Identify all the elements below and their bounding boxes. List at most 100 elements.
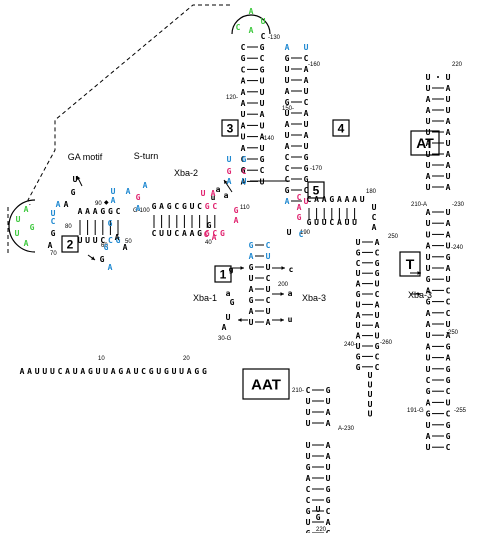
helix-at-lower-nt: A <box>426 242 431 251</box>
helix-3-nt: U <box>260 144 265 153</box>
x-nt: u <box>288 315 293 324</box>
helix-4-nt: G <box>285 54 290 63</box>
helix-1-nt: A <box>249 307 254 316</box>
helix-4-nt: A <box>285 120 290 129</box>
ga-top-nt: C <box>116 207 121 216</box>
sturn-bot-nt: A <box>182 229 187 238</box>
helix-at-nt: A <box>446 183 451 192</box>
helix-t-nt: G <box>375 342 380 351</box>
helix-t-nt: A <box>375 300 380 309</box>
helix-1-nt: U <box>249 274 254 283</box>
ga-bot-nt: U <box>78 236 83 245</box>
helix-1-nt: A <box>249 252 254 261</box>
sturn-top-nt: C <box>212 202 217 211</box>
xba2-arrow-head <box>224 180 228 184</box>
helix-4-nt: U <box>304 43 309 52</box>
helix-210-nt: G <box>326 485 331 494</box>
helix-t-nt: U <box>375 311 380 320</box>
ga-nt: A <box>108 263 113 272</box>
sturn-bot-nt: G <box>197 229 202 238</box>
sturn-top-nt: G <box>205 202 210 211</box>
stem5-top-nt: U <box>360 195 365 204</box>
helix-4-nt: A <box>285 142 290 151</box>
helix-t-nt: U <box>375 280 380 289</box>
helix-4-nt: C <box>285 153 290 162</box>
sturn-bot-nt: G <box>205 229 210 238</box>
position-number-70: 70 <box>50 251 57 257</box>
helix-at-lower-nt: A <box>446 264 451 273</box>
stem5-bot-nt: C <box>329 218 334 227</box>
stem5-top-nt: G <box>329 195 334 204</box>
helix-t-nt: G <box>356 363 361 372</box>
helix-1-nt: U <box>249 318 254 327</box>
helix-3-nt: U <box>241 110 246 119</box>
position-number-240: 240- <box>344 342 356 348</box>
helix-t-nt: U <box>356 238 361 247</box>
helix-3-nt: A <box>241 144 246 153</box>
ga-bot-nt: C <box>108 236 113 245</box>
helix-t-nt: A <box>356 332 361 341</box>
x-arrow-4-head <box>238 318 242 322</box>
helix-at-lower-nt: A <box>426 286 431 295</box>
helix-210-nt: G <box>306 529 311 533</box>
helix-at-lower-nt: A <box>426 342 431 351</box>
x-nt: a <box>226 289 231 298</box>
helix-4-nt: U <box>285 76 290 85</box>
position-number-170: -170 <box>310 166 323 172</box>
helix-at-lower-nt: U <box>446 320 451 329</box>
label-xba2: Xba-2 <box>174 168 198 178</box>
j-nt: A <box>227 177 232 186</box>
helix-210-nt: C <box>306 485 311 494</box>
box-box5 <box>307 181 325 199</box>
x-nt: A <box>222 323 227 332</box>
position-number-220: 220 <box>316 527 327 533</box>
ga-nt: G <box>100 255 105 264</box>
helix-at-nt: U <box>426 161 431 170</box>
helix-3-nt: A <box>241 77 246 86</box>
helix-3-nt: U <box>260 177 265 186</box>
helix-3-nt: C <box>241 43 246 52</box>
helix-t-nt: C <box>375 363 380 372</box>
position-number-190: 190 <box>300 230 311 236</box>
ll-nt: U <box>15 229 20 238</box>
box-box3 <box>221 119 239 137</box>
helix-at-lower-nt: U <box>426 365 431 374</box>
position-number-210-at: 210-A <box>411 202 427 208</box>
five-prime-strand-nt: U <box>35 367 40 376</box>
five-prime-strand-nt: G <box>118 367 123 376</box>
helix-at-lower-nt: U <box>426 219 431 228</box>
helix-210-nt: A <box>326 419 331 428</box>
five-prime-strand-nt: A <box>27 367 32 376</box>
j2-nt: G <box>207 221 212 230</box>
j-nt: G <box>227 167 232 176</box>
j-nt: G <box>234 206 239 215</box>
helix-at-lower-nt: G <box>446 253 451 262</box>
left-loop-arc <box>8 199 36 253</box>
five-prime-strand-nt: A <box>126 367 131 376</box>
helix-3-nt: A <box>241 177 246 186</box>
helix-at-nt: U <box>446 95 451 104</box>
helix-3-nt: U <box>260 121 265 130</box>
j-nt: A <box>211 189 216 198</box>
helix-at-lower-nt: G <box>426 275 431 284</box>
x-nt: G <box>230 298 235 307</box>
position-number-250-at: -250 <box>446 330 459 336</box>
position-number-120: 120- <box>226 95 238 101</box>
position-number-191: 191-G <box>407 408 424 414</box>
helix-at-lower-nt: A <box>426 320 431 329</box>
helix-at-lower-nt: A <box>426 432 431 441</box>
ga-arrow-head <box>76 176 81 180</box>
helix-at-lower-nt: G <box>426 387 431 396</box>
helix-210-nt: C <box>306 496 311 505</box>
s-nt: A <box>111 196 116 205</box>
helix-210-nt: U <box>306 408 311 417</box>
j-nt: a <box>224 191 229 200</box>
helix-t-nt: U <box>356 269 361 278</box>
position-number-250: 250 <box>388 234 399 240</box>
helix-at-lower-nt: C <box>446 443 451 452</box>
t-tail-nt: U <box>368 409 373 418</box>
stem5-top-nt: A <box>352 195 357 204</box>
helix-210-nt: G <box>326 496 331 505</box>
helix-at-lower-nt: A <box>446 219 451 228</box>
helix-4-nt: C <box>304 54 309 63</box>
